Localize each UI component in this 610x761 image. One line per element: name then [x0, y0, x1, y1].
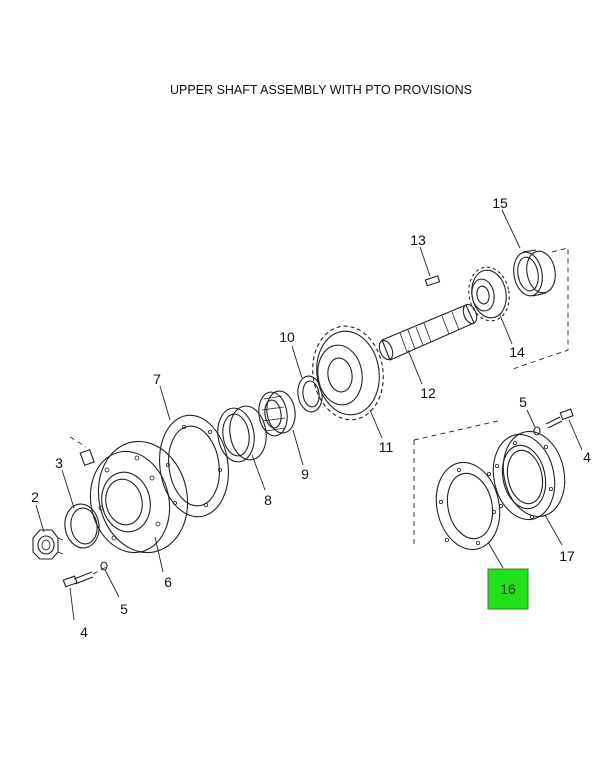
assembly-outline-top [509, 247, 569, 371]
part-5-washer-left[interactable] [100, 561, 108, 571]
callout-16[interactable]: 16 [500, 581, 516, 597]
part-15-sleeve[interactable] [510, 249, 558, 298]
leader-lines [35, 209, 583, 621]
part-4-bolt-right[interactable] [545, 408, 574, 429]
part-16-pto-gasket[interactable] [429, 457, 508, 556]
part-5-washer-right[interactable] [533, 426, 541, 436]
callout-6[interactable]: 6 [164, 574, 172, 590]
callout-10[interactable]: 10 [279, 329, 295, 345]
part-12-shaft[interactable] [377, 302, 480, 361]
callout-12[interactable]: 12 [420, 385, 436, 401]
diagram-title: UPPER SHAFT ASSEMBLY WITH PTO PROVISIONS [170, 83, 472, 97]
part-11-gear[interactable] [307, 322, 389, 425]
callout-2[interactable]: 2 [31, 489, 39, 505]
callout-16-highlight[interactable] [487, 568, 529, 610]
callout-14[interactable]: 14 [509, 344, 525, 360]
assembly-outline-pto [413, 419, 503, 441]
part-17-pto-cover[interactable] [486, 426, 573, 526]
callout-5-left[interactable]: 5 [120, 601, 128, 617]
callout-13[interactable]: 13 [410, 232, 426, 248]
callout-8[interactable]: 8 [264, 492, 272, 508]
part-8-bearing-cup[interactable] [214, 404, 269, 464]
callout-5-right[interactable]: 5 [519, 394, 527, 410]
callout-4-right[interactable]: 4 [583, 449, 591, 465]
callout-11[interactable]: 11 [379, 439, 394, 455]
part-14-gear[interactable] [465, 264, 514, 324]
part-4-bolt-left[interactable] [62, 565, 109, 588]
part-2-nut[interactable] [32, 529, 64, 560]
part-6-cover[interactable] [81, 433, 197, 561]
callout-3[interactable]: 3 [55, 455, 63, 471]
part-9-bearing-cone[interactable] [256, 389, 298, 437]
callout-7[interactable]: 7 [153, 371, 161, 387]
callout-15[interactable]: 15 [492, 195, 508, 211]
dowel-pin [69, 436, 95, 466]
part-3-ring[interactable] [62, 502, 102, 550]
part-7-gasket[interactable] [153, 411, 235, 521]
callout-17[interactable]: 17 [559, 548, 575, 564]
callout-4-left[interactable]: 4 [80, 624, 88, 640]
part-13-key[interactable] [424, 275, 441, 287]
callout-9[interactable]: 9 [301, 466, 309, 482]
